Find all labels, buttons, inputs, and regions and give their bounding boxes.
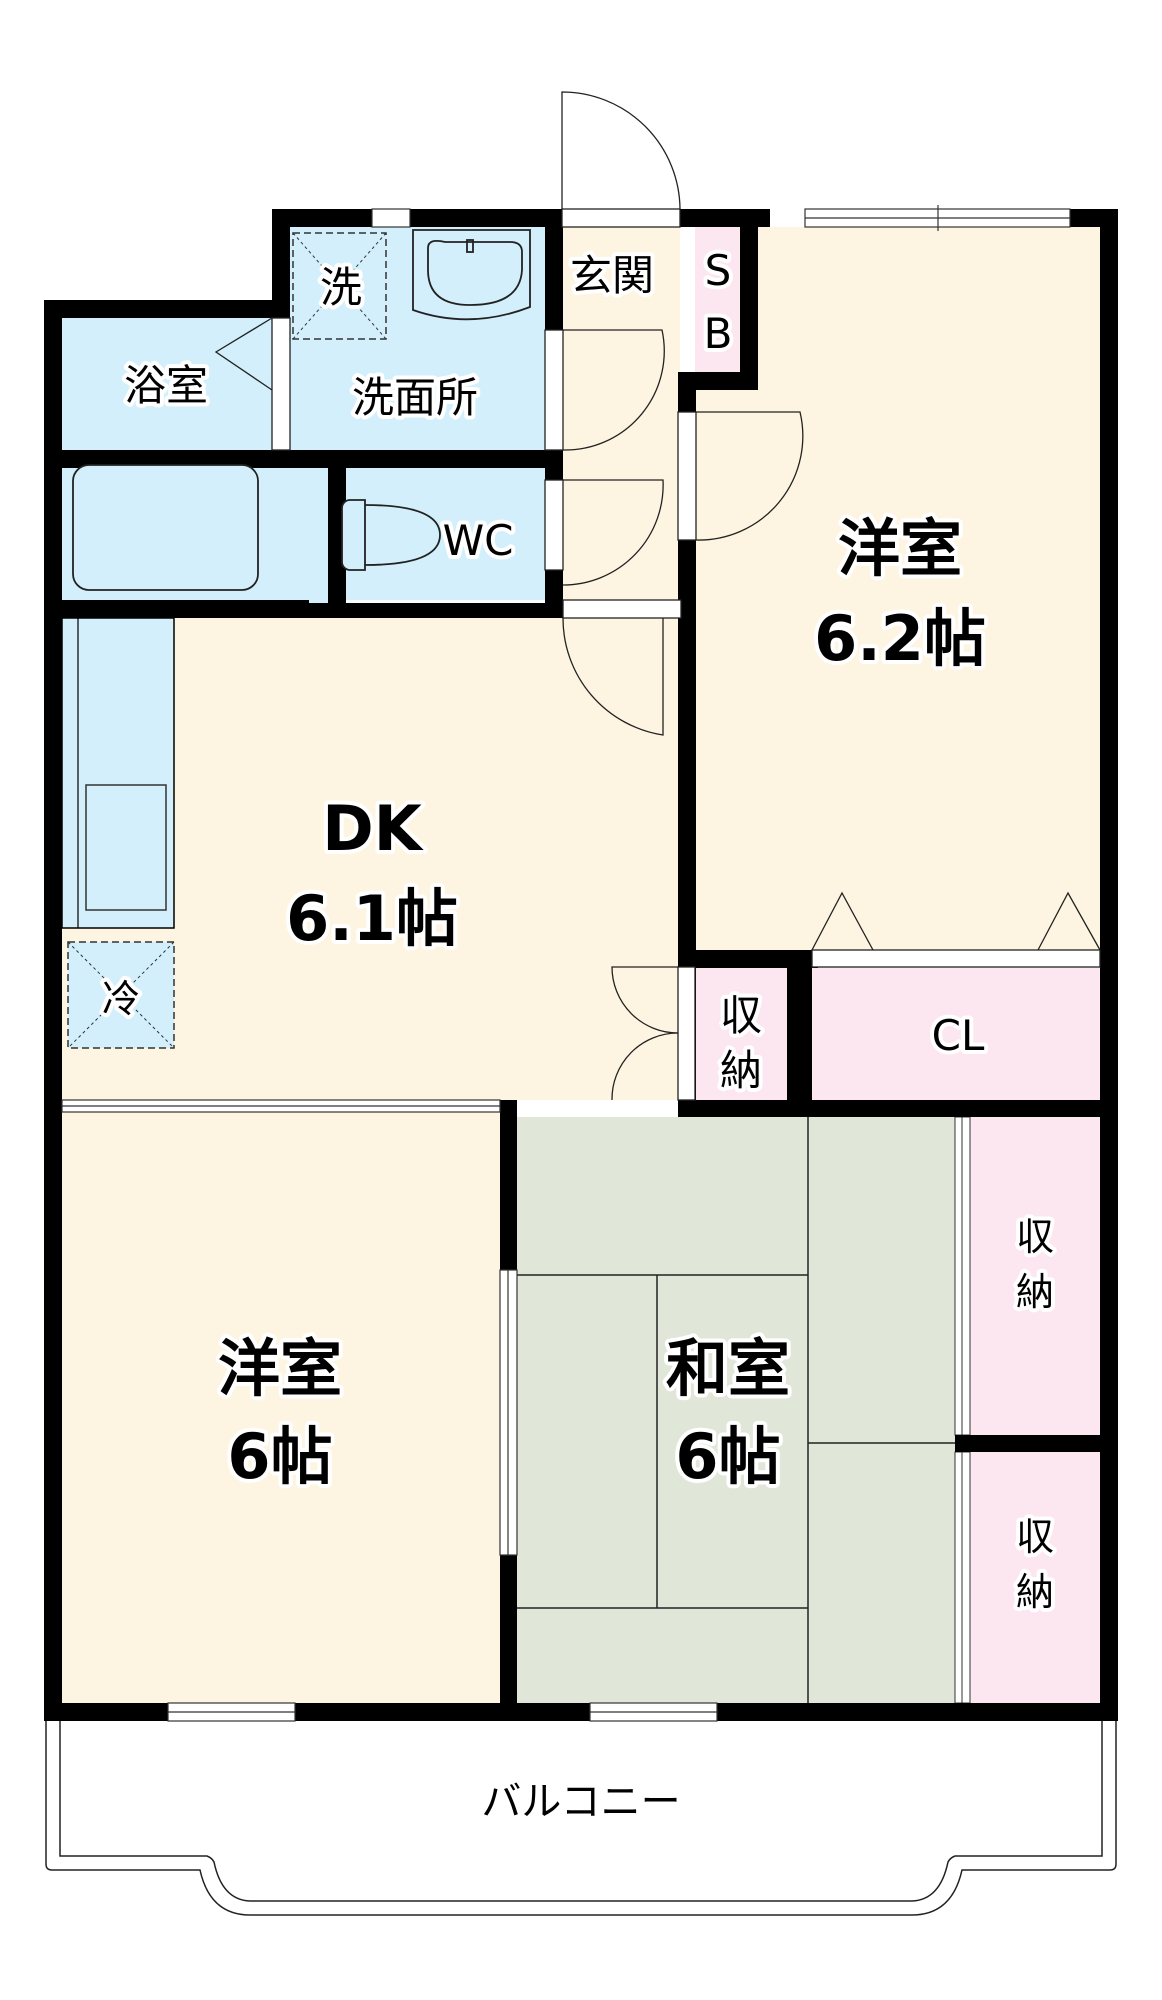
bath-door [214,317,273,391]
label-storage-right-upper-2: 納 [1016,1270,1054,1314]
entrance-floor [545,227,680,602]
doors[interactable] [214,91,1101,1101]
label-bath: 浴室 [124,361,208,410]
label-entrance: 玄関 [570,251,654,300]
label-shoebox-s: S [705,246,732,295]
bath-side-floor [290,468,328,603]
toilet-icon [341,499,441,571]
label-storage-right-upper-1: 収 [1016,1215,1054,1259]
fridge-space [67,941,175,1049]
label-japanese-name: 和室 [666,1332,790,1405]
label-storage-right-lower-1: 収 [1016,1515,1054,1559]
label-dk-size: 6.1帖 [286,882,458,955]
label-washing-machine: 洗 [320,263,362,312]
label-storage-center-1: 収 [720,991,762,1040]
label-western-left-size: 6帖 [227,1420,332,1493]
label-western-right-size: 6.2帖 [814,602,986,675]
balcony-outline [45,1721,1117,1916]
tatami-mats [515,1117,955,1703]
label-wc: WC [443,516,514,565]
label-western-left-name: 洋室 [218,1332,342,1405]
closet-floor [812,967,1100,1100]
kitchen-sink [85,784,167,911]
label-dk-name: DK [322,792,423,865]
washing-machine-space [292,232,387,340]
label-western-right-name: 洋室 [838,512,962,585]
label-balcony: バルコニー [481,1779,680,1825]
windows [61,205,1071,1722]
storage-sliding-doors[interactable] [954,1116,971,1704]
storage-right-lower-floor [970,1452,1100,1703]
wc-floor [346,468,546,600]
entrance-door [561,91,681,210]
washbasin-icon [412,229,531,321]
bathtub-icon [72,464,259,591]
label-washroom: 洗面所 [352,373,478,422]
label-storage-center-2: 納 [720,1046,762,1095]
western-right-floor [695,227,1100,950]
label-shoebox-b: B [704,309,733,358]
label-japanese-size: 6帖 [675,1420,780,1493]
western-left-floor [62,1112,500,1703]
label-fridge: 冷 [102,977,140,1021]
label-storage-right-lower-2: 納 [1016,1570,1054,1614]
storage-right-upper-floor [970,1117,1100,1435]
label-closet: CL [932,1011,985,1060]
storage-center-floor [695,967,787,1100]
